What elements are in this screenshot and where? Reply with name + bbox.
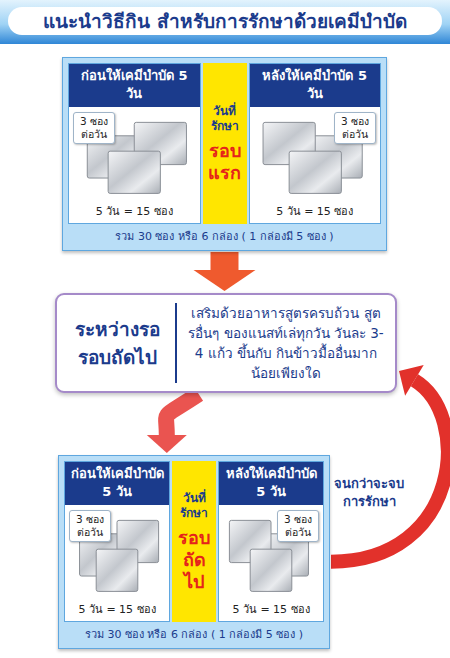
waiting-heading: ระหว่างรอ รอบถัดไป (65, 315, 175, 371)
dose-text: 3 ซอง ต่อวัน (70, 511, 110, 541)
column-total: 5 วัน = 15 ซอง (69, 203, 200, 223)
title-text: แนะนำวิธีกิน สำหรับการรักษาด้วยเคมีบำบัด (8, 7, 442, 35)
arrow-head (399, 365, 424, 396)
flow-arrow (331, 365, 448, 562)
column-header: ก่อนให้เคมีบำบัด 5 วัน (65, 462, 169, 505)
waiting-advice: เสริมด้วยอาหารสูตรครบถ้วน สูตรอื่นๆ ของแ… (175, 303, 387, 383)
arrow-shaft (166, 394, 199, 435)
flow-arrow (147, 394, 199, 453)
treatment-panel: ก่อนให้เคมีบำบัด 5 วัน 3 ซอง ต่อวัน 5 วัน … (62, 57, 387, 251)
arrow-head (194, 270, 256, 291)
dose-tag: 3 ซอง ต่อวัน (69, 510, 111, 542)
day-label: วันที่ รักษา (173, 491, 215, 521)
column-body: 3 ซอง ต่อวัน (69, 107, 200, 203)
column-body: 3 ซอง ต่อวัน (219, 505, 323, 601)
arrow-head (147, 435, 187, 453)
flow-arrow (194, 252, 256, 291)
column-total: 5 วัน = 15 ซอง (65, 601, 169, 621)
sachet (289, 151, 341, 193)
dose-tag: 3 ซอง ต่อวัน (277, 510, 319, 542)
arrow-shaft (211, 252, 239, 270)
round-label: รอบ ถัดไป (173, 527, 215, 593)
treatment-day-strip: วันที่ รักษารอบ ถัดไป (172, 461, 216, 622)
dose-column: หลังให้เคมีบำบัด 5 วัน 3 ซอง ต่อวัน 5 วัน … (249, 63, 382, 224)
column-total: 5 วัน = 15 ซอง (250, 203, 381, 223)
column-header: หลังให้เคมีบำบัด 5 วัน (219, 462, 323, 505)
dose-tag: 3 ซอง ต่อวัน (73, 112, 115, 144)
round-label: รอบ แรก (204, 140, 246, 184)
column-body: 3 ซอง ต่อวัน (65, 505, 169, 601)
dose-text: 3 ซอง ต่อวัน (335, 113, 375, 143)
column-total: 5 วัน = 15 ซอง (219, 601, 323, 621)
title-band: แนะนำวิธีกิน สำหรับการรักษาด้วยเคมีบำบัด (0, 0, 450, 44)
sachet (108, 151, 160, 193)
dose-column: ก่อนให้เคมีบำบัด 5 วัน 3 ซอง ต่อวัน 5 วัน … (68, 63, 201, 224)
sachet (96, 549, 138, 591)
panel-row: ก่อนให้เคมีบำบัด 5 วัน 3 ซอง ต่อวัน 5 วัน … (64, 461, 324, 622)
column-body: 3 ซอง ต่อวัน (250, 107, 381, 203)
panel-total: รวม 30 ซอง หรือ 6 กล่อง ( 1 กล่องมี 5 ซอ… (68, 224, 381, 245)
panel-total: รวม 30 ซอง หรือ 6 กล่อง ( 1 กล่องมี 5 ซอ… (64, 622, 324, 643)
treatment-day-strip: วันที่ รักษารอบ แรก (203, 63, 247, 224)
column-header: ก่อนให้เคมีบำบัด 5 วัน (69, 64, 200, 107)
column-header: หลังให้เคมีบำบัด 5 วัน (250, 64, 381, 107)
arrow-shaft (331, 380, 448, 561)
panel-row: ก่อนให้เคมีบำบัด 5 วัน 3 ซอง ต่อวัน 5 วัน … (68, 63, 381, 224)
dose-text: 3 ซอง ต่อวัน (278, 511, 318, 541)
loop-label: จนกว่าจะจบ การรักษา (333, 475, 405, 511)
dose-text: 3 ซอง ต่อวัน (74, 113, 114, 143)
waiting-box: ระหว่างรอ รอบถัดไปเสริมด้วยอาหารสูตรครบถ… (55, 293, 397, 393)
day-label: วันที่ รักษา (204, 104, 246, 134)
dose-column: หลังให้เคมีบำบัด 5 วัน 3 ซอง ต่อวัน 5 วัน … (218, 461, 324, 622)
dose-tag: 3 ซอง ต่อวัน (334, 112, 376, 144)
treatment-panel: ก่อนให้เคมีบำบัด 5 วัน 3 ซอง ต่อวัน 5 วัน … (58, 455, 330, 649)
sachet (250, 549, 292, 591)
dose-column: ก่อนให้เคมีบำบัด 5 วัน 3 ซอง ต่อวัน 5 วัน … (64, 461, 170, 622)
